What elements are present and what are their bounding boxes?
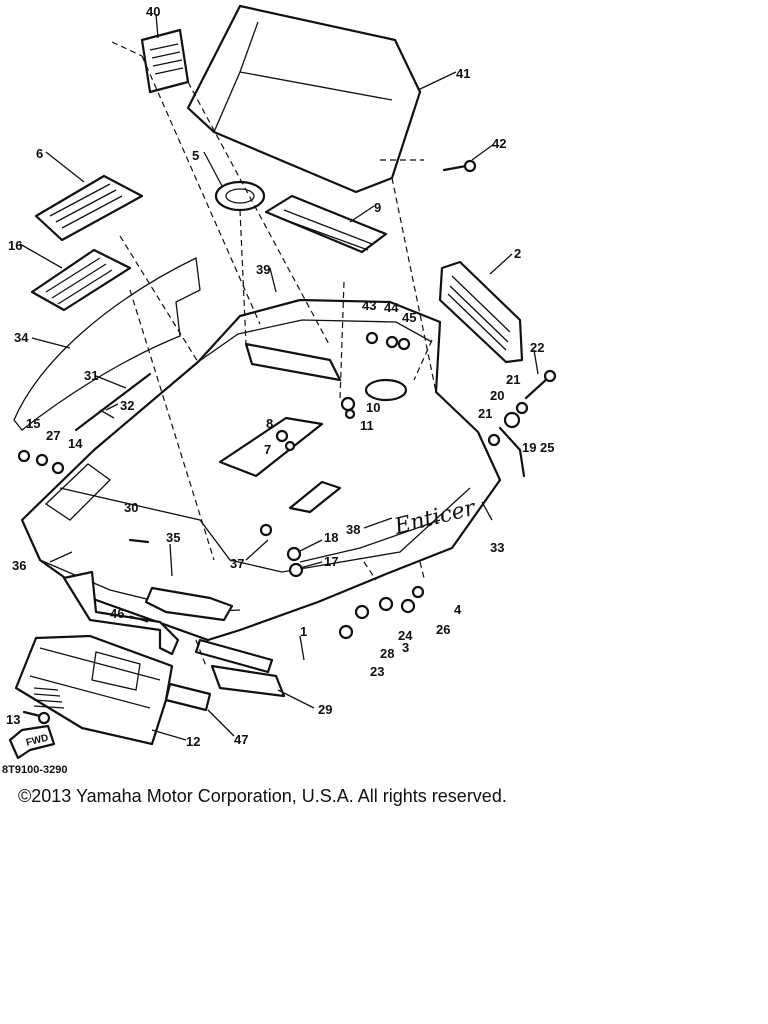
copyright-notice: ©2013 Yamaha Motor Corporation, U.S.A. A…: [18, 786, 507, 806]
callout-25: 25: [540, 440, 554, 455]
callout-32: 32: [120, 398, 134, 413]
decal: [140, 28, 190, 94]
callout-42: 42: [492, 136, 506, 151]
callout-13: 13: [6, 712, 20, 727]
hood-main: [20, 298, 502, 642]
callout-26: 26: [436, 622, 450, 637]
callout-33: 33: [490, 540, 504, 555]
callout-44: 44: [384, 300, 399, 315]
callout-17: 17: [324, 554, 338, 569]
callout-34: 34: [14, 330, 29, 345]
bracket: [62, 570, 180, 656]
leader-lines: [19, 13, 539, 741]
callout-12: 12: [186, 734, 200, 749]
callout-31: 31: [84, 368, 98, 383]
callout-24: 24: [398, 628, 413, 643]
vent-grille-9: [264, 194, 388, 254]
fasteners: [17, 331, 529, 640]
catalog-number: 8T9100-3290: [2, 764, 68, 776]
callout-labels: 40 41 42 5 6 16 9 39 2 43 44 45 22 21 20…: [6, 4, 554, 749]
callout-9: 9: [374, 200, 381, 215]
callout-36: 36: [12, 558, 26, 573]
callout-35: 35: [166, 530, 180, 545]
callout-21b: 21: [478, 406, 492, 421]
callout-29: 29: [318, 702, 332, 717]
callout-16: 16: [8, 238, 22, 253]
bolt-22: [524, 369, 557, 400]
callout-8: 8: [266, 416, 273, 431]
callout-20: 20: [490, 388, 504, 403]
callout-10: 10: [366, 400, 380, 415]
callout-21: 21: [506, 372, 520, 387]
callout-30: 30: [124, 500, 138, 515]
callout-37: 37: [230, 556, 244, 571]
callout-1: 1: [300, 624, 307, 639]
headlamp-housing: [14, 634, 174, 746]
callout-5: 5: [192, 148, 199, 163]
callout-19: 19: [522, 440, 536, 455]
callout-45: 45: [402, 310, 416, 325]
front-arrow-label: FWD: [25, 733, 50, 749]
callout-40: 40: [146, 4, 160, 19]
callout-39: 39: [256, 262, 270, 277]
screw-30: [128, 538, 150, 544]
callout-2: 2: [514, 246, 521, 261]
callout-43: 43: [362, 298, 376, 313]
vent-grille-16: [30, 248, 132, 312]
callout-22: 22: [530, 340, 544, 355]
callout-14: 14: [68, 436, 83, 451]
cable: [74, 372, 152, 432]
side-grille: [438, 260, 524, 364]
front-direction-arrow: FWD: [8, 724, 56, 760]
grommet: [214, 180, 266, 212]
callout-3: 3: [402, 640, 409, 655]
callout-23: 23: [370, 664, 384, 679]
parts-diagram: Enticer: [6, 4, 557, 760]
callout-38: 38: [346, 522, 360, 537]
windshield: [186, 4, 422, 194]
callout-46: 46: [110, 606, 124, 621]
callout-11: 11: [360, 418, 374, 433]
callout-27: 27: [46, 428, 60, 443]
callout-41: 41: [456, 66, 470, 81]
callout-6: 6: [36, 146, 43, 161]
callout-7: 7: [264, 442, 271, 457]
callout-15: 15: [26, 416, 40, 431]
vent-grille-6: [34, 174, 144, 242]
reflector-bar: [194, 638, 286, 698]
pad: [164, 682, 212, 712]
callout-4: 4: [454, 602, 462, 617]
callout-28: 28: [380, 646, 394, 661]
assembly-guides: [111, 41, 437, 667]
callout-47: 47: [234, 732, 248, 747]
bolt-42: [442, 159, 477, 173]
bolt-13: [22, 710, 51, 725]
side-stripe: [13, 257, 201, 431]
callout-18: 18: [324, 530, 338, 545]
